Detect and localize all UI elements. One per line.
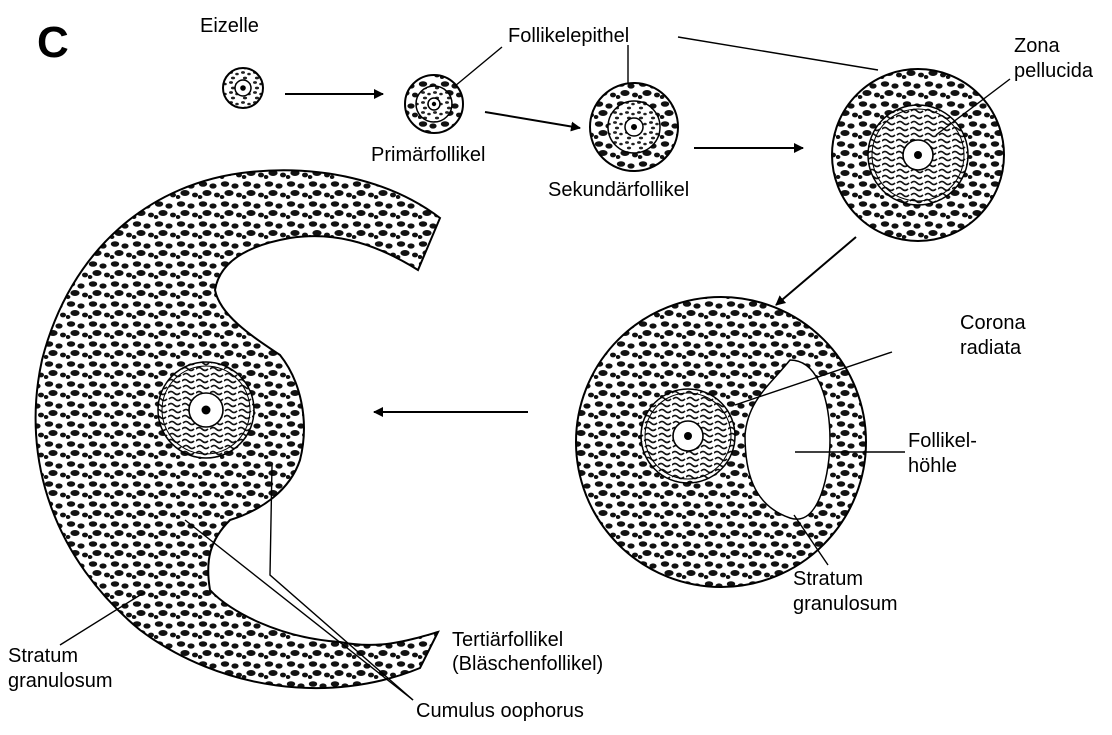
label-tertiaer-line2: (Bläschenfollikel) bbox=[452, 653, 603, 675]
label-sekundaerfollikel: Sekundärfollikel bbox=[548, 179, 689, 201]
label-zona-line1: Zona bbox=[1014, 35, 1060, 57]
label-stratum-left-line2: granulosum bbox=[8, 670, 113, 692]
label-tertiaer-line1: Tertiärfollikel bbox=[452, 629, 563, 651]
leader-follikelepithel-primaer bbox=[455, 47, 502, 86]
label-follikelepithel: Follikelepithel bbox=[508, 25, 629, 47]
label-zona-line2: pellucida bbox=[1014, 60, 1094, 82]
primaerfollikel-figure bbox=[405, 75, 463, 133]
label-stratum-right-line1: Stratum bbox=[793, 568, 863, 590]
arrow-primaer-to-sekundaer bbox=[485, 112, 580, 128]
label-stratum-left-line1: Stratum bbox=[8, 645, 78, 667]
sekundaerfollikel-figure bbox=[590, 83, 678, 171]
label-follikelhoehle-line2: höhle bbox=[908, 455, 957, 477]
eizelle-figure bbox=[223, 68, 263, 108]
label-corona-line1: Corona bbox=[960, 312, 1026, 334]
tertiaerfollikel-figure bbox=[36, 170, 440, 688]
label-primaerfollikel: Primärfollikel bbox=[371, 144, 485, 166]
arrow-wachsend-to-fruehtertiaer bbox=[776, 237, 856, 305]
panel-label: C bbox=[37, 18, 69, 67]
label-eizelle: Eizelle bbox=[200, 15, 259, 37]
label-corona-line2: radiata bbox=[960, 337, 1022, 359]
leader-follikelepithel-wachsend bbox=[678, 37, 878, 70]
label-follikelhoehle-line1: Follikel- bbox=[908, 430, 977, 452]
label-cumulus-oophorus: Cumulus oophorus bbox=[416, 700, 584, 722]
fruehtertiaerfollikel-figure bbox=[576, 297, 866, 587]
wachsender-follikel-figure bbox=[832, 69, 1004, 241]
label-stratum-right-line2: granulosum bbox=[793, 593, 898, 615]
